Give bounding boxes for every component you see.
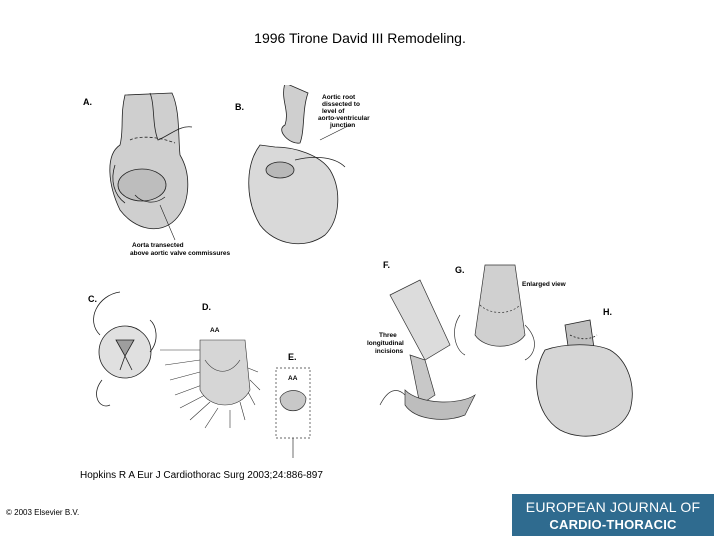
annotation-aorta-transected-1: Aorta transected	[132, 242, 184, 249]
annotation-aortic-root-2: dissected to	[322, 101, 360, 108]
annotation-aorta-transected-2: above aortic valve commissures	[130, 250, 230, 257]
heart-illustration-h	[537, 320, 633, 436]
figure-panels-c-d-e: C. D. AA E. AA	[80, 280, 330, 465]
heart-illustration-a	[110, 93, 192, 240]
panel-label-e: E.	[288, 352, 297, 362]
annotation-enlarged-view: Enlarged view	[522, 281, 567, 288]
slide-title: 1996 Tirone David III Remodeling.	[0, 30, 720, 46]
figure-panels-a-b: A. Aorta transected above aortic valve c…	[80, 85, 410, 265]
journal-logo: EUROPEAN JOURNAL OF CARDIO-THORACIC SURG…	[512, 494, 714, 536]
annotation-aortic-root-3: level of	[322, 108, 345, 115]
citation: Hopkins R A Eur J Cardiothorac Surg 2003…	[80, 470, 323, 481]
panel-label-g: G.	[455, 265, 465, 275]
panel-label-c: C.	[88, 294, 97, 304]
annotation-aortic-root-4: aorto-ventricular	[318, 115, 370, 122]
graft-illustration-g	[455, 265, 535, 360]
annotation-aortic-root-1: Aortic root	[322, 94, 356, 101]
journal-logo-line2: CARDIO-THORACIC SURGERY	[520, 516, 706, 550]
valve-illustration-c	[94, 292, 157, 406]
panel-label-b: B.	[235, 102, 244, 112]
panel-label-d: D.	[202, 302, 211, 312]
journal-logo-line1: EUROPEAN JOURNAL OF	[520, 499, 706, 516]
valve-illustration-d	[160, 340, 260, 428]
panel-label-f: F.	[383, 260, 390, 270]
panel-label-a: A.	[83, 97, 92, 107]
annotation-incisions-2: longitudinal	[367, 340, 404, 347]
annotation-incisions-3: incisions	[375, 348, 404, 355]
annotation-aortic-root-5: junction	[329, 122, 355, 129]
figure-panels-f-g-h: F. Three longitudinal incisions G. Enlar…	[365, 255, 640, 445]
annotation-aa-e: AA	[288, 375, 298, 382]
annotation-incisions-1: Three	[379, 332, 397, 339]
copyright-notice: © 2003 Elsevier B.V.	[6, 508, 79, 517]
annotation-aa-d: AA	[210, 327, 220, 334]
panel-label-h: H.	[603, 307, 612, 317]
